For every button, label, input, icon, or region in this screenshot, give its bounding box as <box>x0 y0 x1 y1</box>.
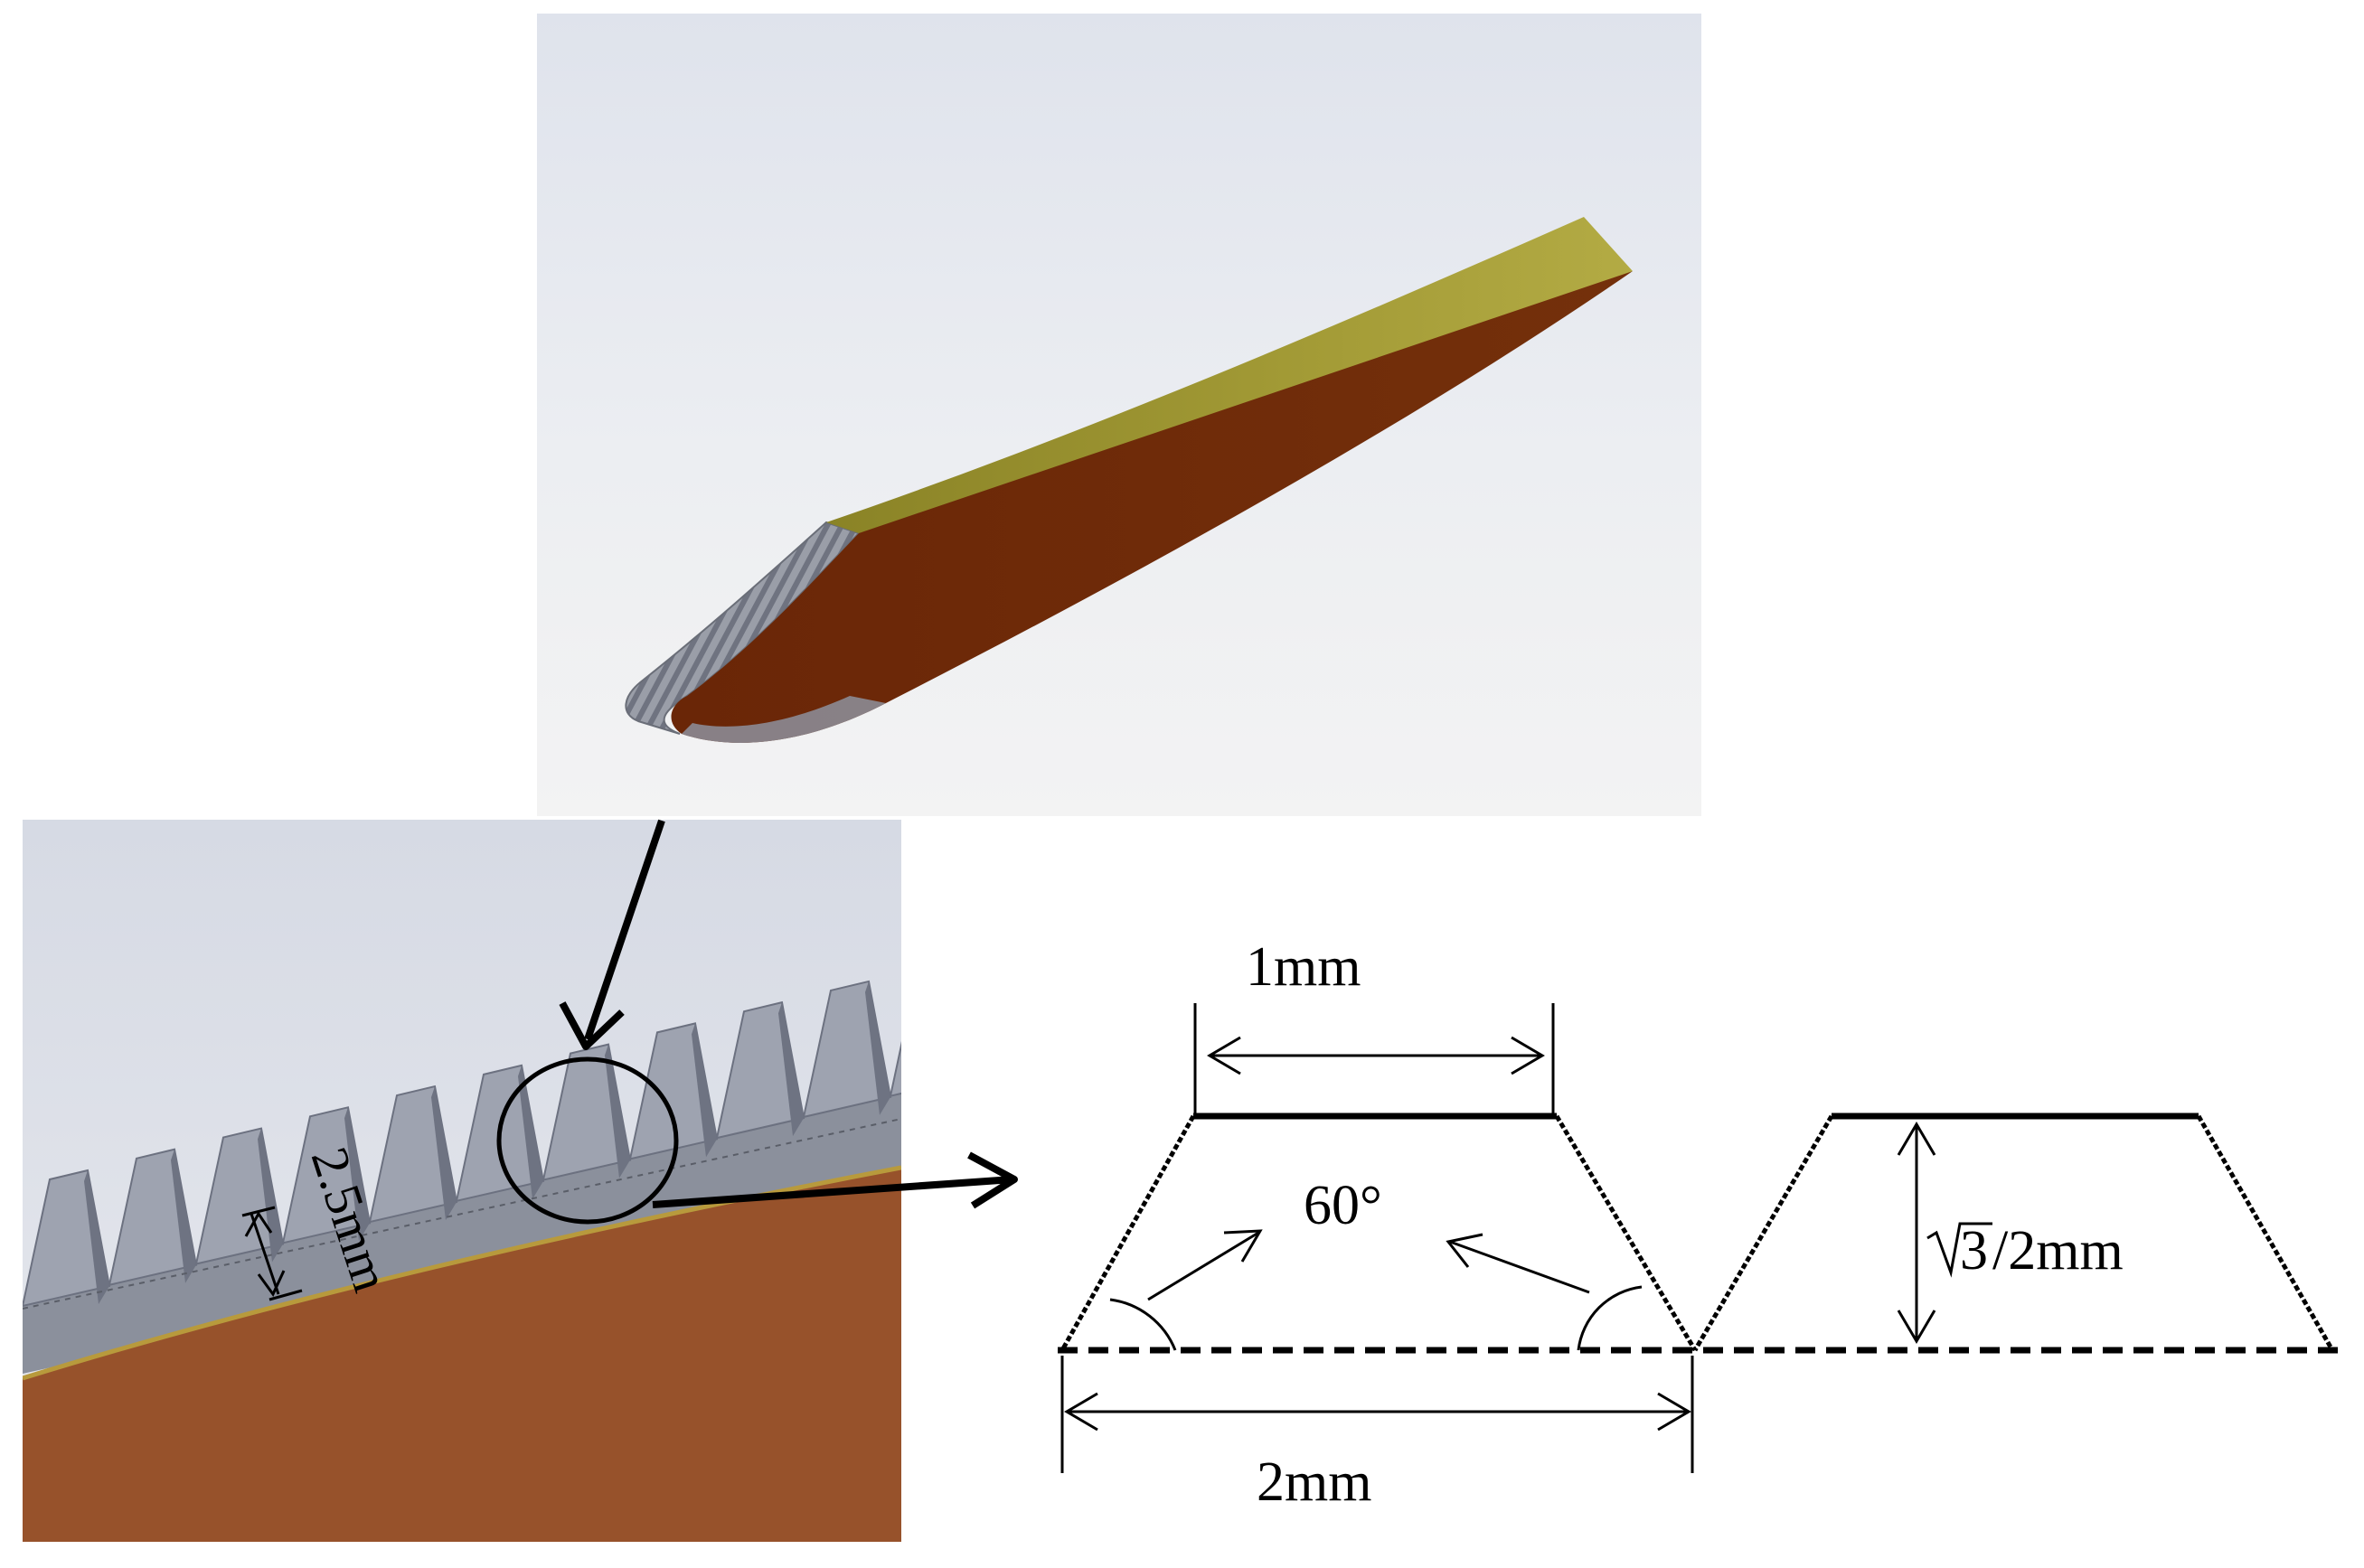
zoom-pointer-arrow <box>559 819 665 1050</box>
trapezoid1-right-edge <box>1554 1114 1698 1352</box>
serration-tooth-shadow <box>84 1170 109 1304</box>
band-dashed-line <box>23 1118 901 1310</box>
angle-arc-right <box>1577 1285 1643 1351</box>
serration-base-band <box>23 1094 901 1374</box>
angle-arrow-right <box>1449 1240 1590 1294</box>
angle-arc-left <box>1109 1298 1177 1351</box>
serration-tooth-shadow <box>518 1065 543 1199</box>
magnifier-circle <box>496 1056 679 1225</box>
serration-tooth <box>889 1040 901 1098</box>
radical-sign <box>1926 1222 1992 1278</box>
serrated-leading-edge <box>625 521 861 735</box>
blade-lower-surface <box>671 271 1634 743</box>
serration-tooth-shadow <box>778 1002 804 1137</box>
height-radical-label: 3 <box>1960 1220 1988 1282</box>
serration-tooth-shadow <box>952 961 977 1094</box>
serrated-lower-lip <box>682 696 886 743</box>
angle-arrow-left <box>1147 1231 1259 1301</box>
base-width-label: 2mm <box>1257 1451 1371 1513</box>
blade-upper-surface <box>826 217 1633 533</box>
trapezoid1-left-edge <box>1060 1114 1196 1352</box>
serration-tooth-shadow <box>344 1107 370 1242</box>
angle-label: 60° <box>1304 1175 1382 1236</box>
serration-tooth-shadow <box>258 1128 283 1263</box>
zoom-ground <box>23 1168 901 1542</box>
serration-tooth-shadow <box>692 1023 717 1158</box>
trapezoid2-right-edge <box>2196 1114 2335 1352</box>
serration-tooth-shadow <box>171 1149 196 1283</box>
serration-tooth-shadow <box>431 1086 457 1221</box>
trapezoid2-left-edge <box>1692 1114 1834 1352</box>
serration-tooth-shadow <box>865 981 890 1115</box>
zoomed-serration-view: 2.5mm <box>23 820 977 1542</box>
groove-depth-dimension <box>241 1206 303 1301</box>
serration-tooth-shadow <box>605 1044 630 1178</box>
tooth-profile-schematic <box>1058 1003 2340 1473</box>
profile-pointer-arrow <box>652 1151 1018 1209</box>
blade-3d-view <box>537 14 1701 816</box>
top-width-label: 1mm <box>1246 936 1361 998</box>
height-suffix-label: /2mm <box>1992 1220 2124 1282</box>
